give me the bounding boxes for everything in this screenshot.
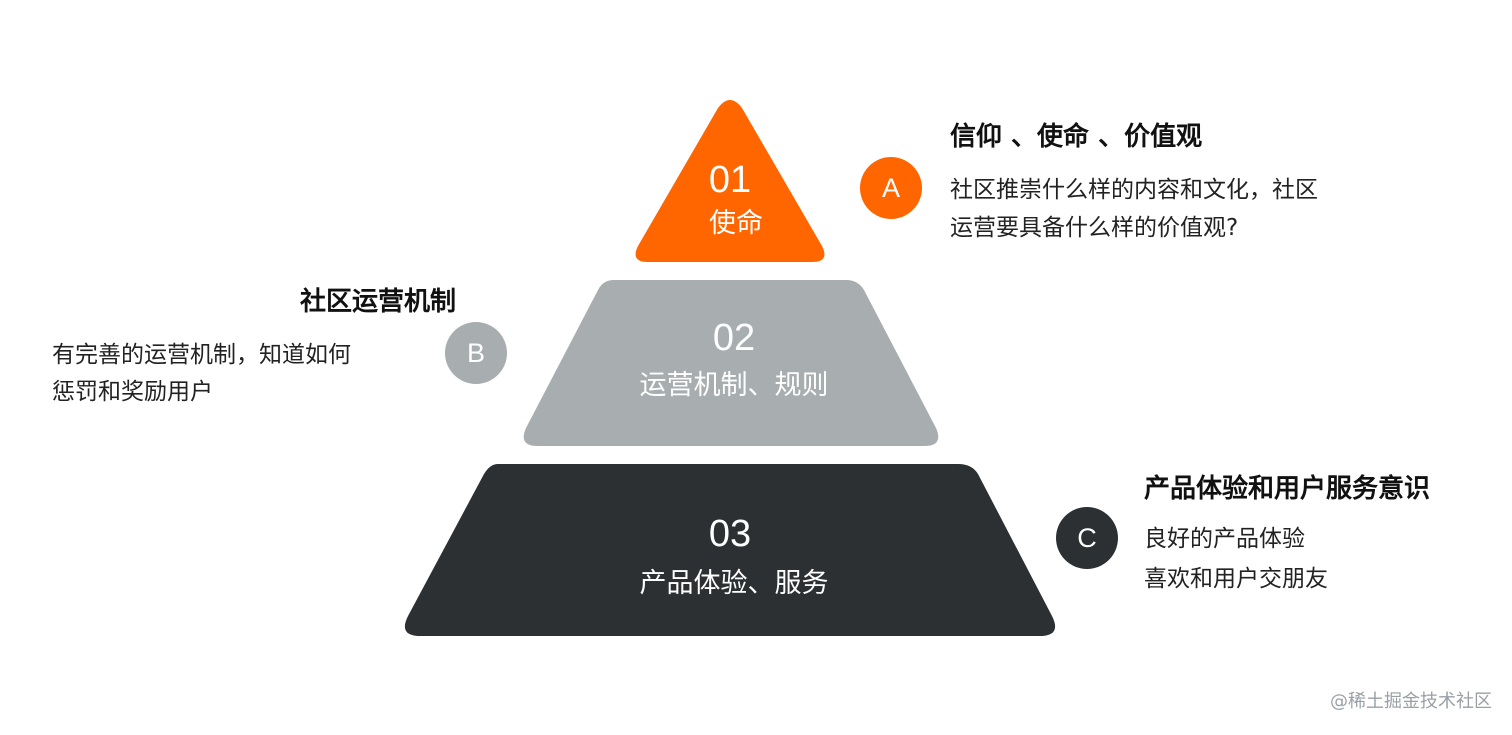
tier-2-label: 运营机制、规则 [639, 370, 829, 401]
pyramid-tier-1 [635, 100, 825, 262]
tier-2-number: 02 [712, 317, 756, 359]
annotation-b-line-2: 惩罚和奖励用户 [52, 379, 213, 405]
pyramid-tier-3 [404, 464, 1056, 636]
tier-1-label: 使命 [709, 208, 763, 239]
badge-b: B [445, 322, 507, 384]
annotation-a-heading: 信仰 、使命 、价值观 [950, 122, 1203, 152]
annotation-a-line-1: 社区推崇什么样的内容和文化，社区 [950, 177, 1318, 203]
annotation-b-line-1: 有完善的运营机制，知道如何 [52, 342, 351, 368]
annotation-c-line-1: 良好的产品体验 [1144, 526, 1305, 552]
badge-c: C [1056, 507, 1118, 569]
tier-3-number: 03 [708, 513, 752, 555]
watermark: @稀土掘金技术社区 [1330, 691, 1492, 712]
tier-3-label: 产品体验、服务 [639, 568, 829, 599]
annotation-b-heading: 社区运营机制 [300, 287, 457, 317]
annotation-c-heading: 产品体验和用户服务意识 [1144, 474, 1431, 504]
pyramid-tier-2 [523, 280, 939, 446]
annotation-a-line-2: 运营要具备什么样的价值观? [950, 215, 1239, 241]
annotation-c-line-2: 喜欢和用户交朋友 [1144, 566, 1328, 592]
badge-a: A [860, 157, 922, 219]
tier-1-number: 01 [708, 159, 752, 201]
